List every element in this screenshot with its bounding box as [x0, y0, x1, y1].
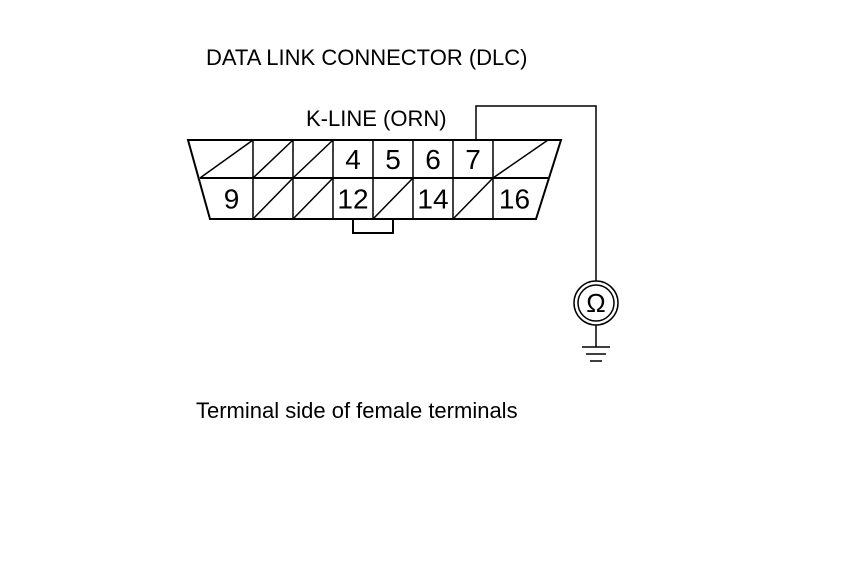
pin-cavity-4: 4: [332, 140, 361, 178]
pin-cavity-3: [292, 139, 334, 179]
pin-label: 9: [224, 184, 240, 215]
ohmmeter-inner-ring: [577, 284, 615, 322]
empty-cavity-slash: [252, 177, 294, 220]
pin-cavity-10: [252, 177, 294, 220]
empty-cavity-slash: [292, 139, 334, 179]
pin-label: 16: [499, 184, 530, 215]
connector-outline: [186, 139, 563, 220]
ground-icon: [582, 325, 610, 362]
empty-cavity-slash: [372, 177, 414, 220]
pin-cavity-1: [199, 139, 254, 179]
pin-cavity-8: [492, 139, 549, 179]
bottom-row: 9 12 14 16: [224, 177, 530, 220]
empty-cavity-slash: [492, 139, 549, 179]
pin-cavity-12: 12: [332, 178, 369, 219]
empty-cavity-slash: [292, 177, 334, 220]
k-line-wire: [475, 105, 597, 281]
empty-cavity-slash: [199, 139, 254, 179]
pin-label: 12: [337, 184, 368, 215]
pin-cavity-6: 6: [412, 140, 441, 178]
pin-label: 7: [465, 144, 481, 175]
pin-cavity-9: 9: [224, 184, 240, 215]
pin-label: 4: [345, 144, 361, 175]
pin-label: 6: [425, 144, 441, 175]
pin-label: 5: [385, 144, 401, 175]
pin-cavity-13: [372, 177, 414, 220]
pin-cavity-7: 7: [452, 140, 481, 178]
pin-cavity-11: [292, 177, 334, 220]
pin-cavity-15: [452, 177, 494, 220]
pin-cavity-5: 5: [372, 140, 401, 178]
pin-label: 14: [417, 184, 448, 215]
pin-cavity-16: 16: [492, 178, 530, 219]
empty-cavity-slash: [452, 177, 494, 220]
empty-cavity-slash: [252, 139, 294, 179]
ohm-symbol: Ω: [586, 288, 605, 318]
pin-cavity-14: 14: [412, 178, 449, 219]
caption: Terminal side of female terminals: [196, 398, 518, 423]
wire-label: K-LINE (ORN): [306, 106, 447, 131]
connector-locking-tab: [352, 219, 394, 234]
diagram-title: DATA LINK CONNECTOR (DLC): [206, 45, 527, 70]
pin-cavity-2: [252, 139, 294, 179]
ohmmeter-icon: Ω: [573, 280, 619, 326]
